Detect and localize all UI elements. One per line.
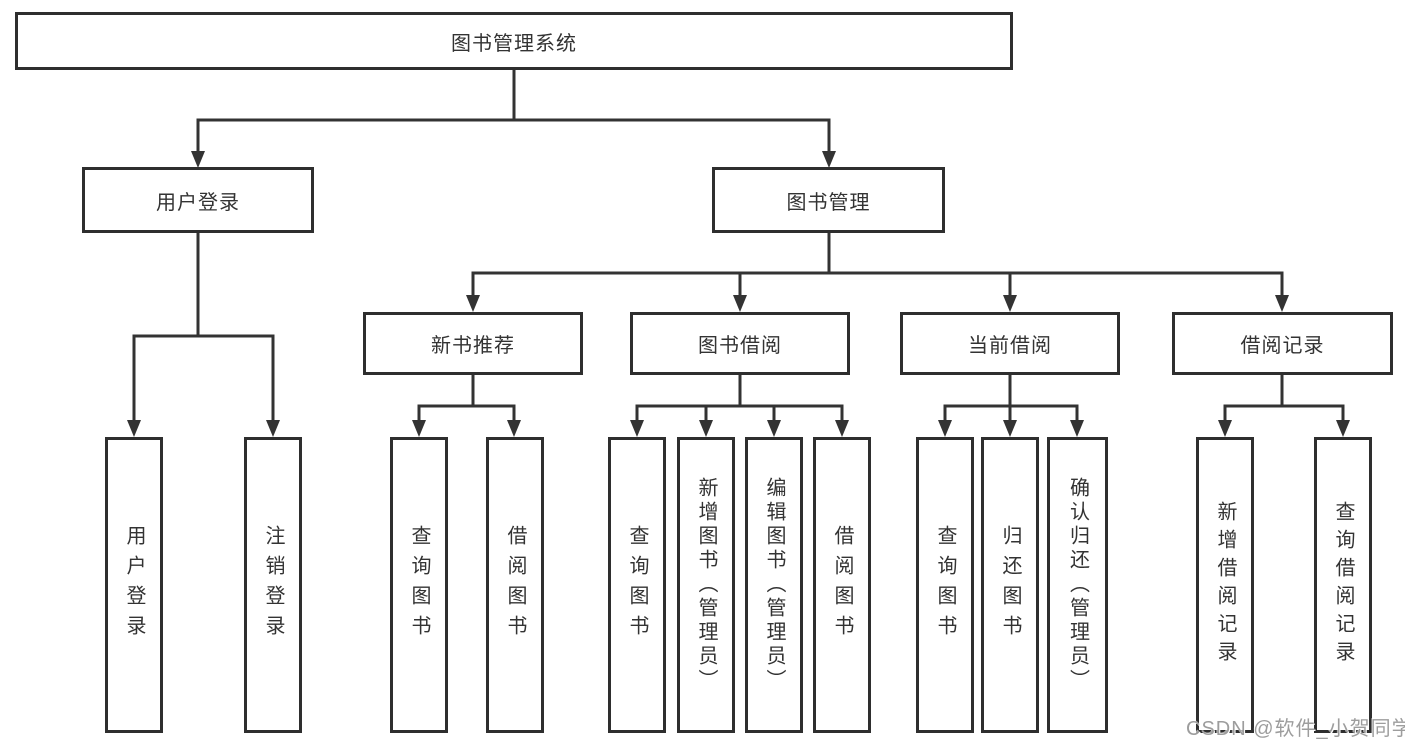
leaf-record-query: 查询借阅记录 (1314, 437, 1372, 733)
connector-user-login-children (127, 233, 280, 437)
leaf-current-return: 归还图书 (981, 437, 1039, 733)
leaf-borrow-edit-label: 编辑图书（管理员） (763, 477, 785, 693)
connector-current-borrow-children (938, 375, 1084, 437)
leaf-record-query-label: 查询借阅记录 (1332, 501, 1354, 669)
leaf-borrow-add: 新增图书（管理员） (677, 437, 735, 733)
connector-book-management-children (466, 233, 1289, 312)
leaf-newbook-borrow-label: 借阅图书 (504, 525, 526, 645)
connector-new-book-children (412, 375, 521, 437)
leaf-current-confirm-label: 确认归还（管理员） (1066, 477, 1089, 693)
node-current-borrow: 当前借阅 (900, 312, 1120, 375)
leaf-logout-label: 注销登录 (262, 525, 284, 645)
connector-borrow-record-children (1218, 375, 1350, 437)
connector-book-borrow-children (630, 375, 849, 437)
leaf-logout: 注销登录 (244, 437, 302, 733)
leaf-record-add: 新增借阅记录 (1196, 437, 1254, 733)
leaf-current-return-label: 归还图书 (999, 525, 1021, 645)
leaf-borrow-borrow-label: 借阅图书 (831, 525, 853, 645)
watermark: CSDN @软件_小贺同学 (1186, 718, 1405, 740)
leaf-newbook-query-label: 查询图书 (408, 525, 430, 645)
connector-root-to-level2 (191, 70, 836, 168)
node-new-book: 新书推荐 (363, 312, 583, 375)
node-book-borrow: 图书借阅 (630, 312, 850, 375)
leaf-user-login: 用户登录 (105, 437, 163, 733)
node-book-management: 图书管理 (712, 167, 945, 233)
leaf-borrow-add-label: 新增图书（管理员） (695, 477, 717, 693)
node-user-login: 用户登录 (82, 167, 314, 233)
leaf-record-add-label: 新增借阅记录 (1214, 501, 1236, 669)
leaf-borrow-query-label: 查询图书 (626, 525, 648, 645)
node-book-management-label: 图书管理 (786, 191, 871, 214)
node-borrow-record-label: 借阅记录 (1240, 335, 1325, 357)
leaf-newbook-borrow: 借阅图书 (486, 437, 544, 733)
node-root-label: 图书管理系统 (451, 32, 577, 55)
leaf-current-query-label: 查询图书 (934, 525, 956, 645)
node-root: 图书管理系统 (15, 12, 1013, 70)
leaf-borrow-edit: 编辑图书（管理员） (745, 437, 803, 733)
leaf-borrow-query: 查询图书 (608, 437, 666, 733)
leaf-newbook-query: 查询图书 (390, 437, 448, 733)
leaf-user-login-label: 用户登录 (123, 525, 145, 645)
leaf-current-confirm: 确认归还（管理员） (1047, 437, 1108, 733)
leaf-borrow-borrow: 借阅图书 (813, 437, 871, 733)
node-current-borrow-label: 当前借阅 (968, 335, 1052, 357)
node-new-book-label: 新书推荐 (431, 335, 515, 357)
leaf-current-query: 查询图书 (916, 437, 974, 733)
node-book-borrow-label: 图书借阅 (698, 335, 782, 357)
node-user-login-label: 用户登录 (156, 191, 240, 214)
node-borrow-record: 借阅记录 (1172, 312, 1393, 375)
